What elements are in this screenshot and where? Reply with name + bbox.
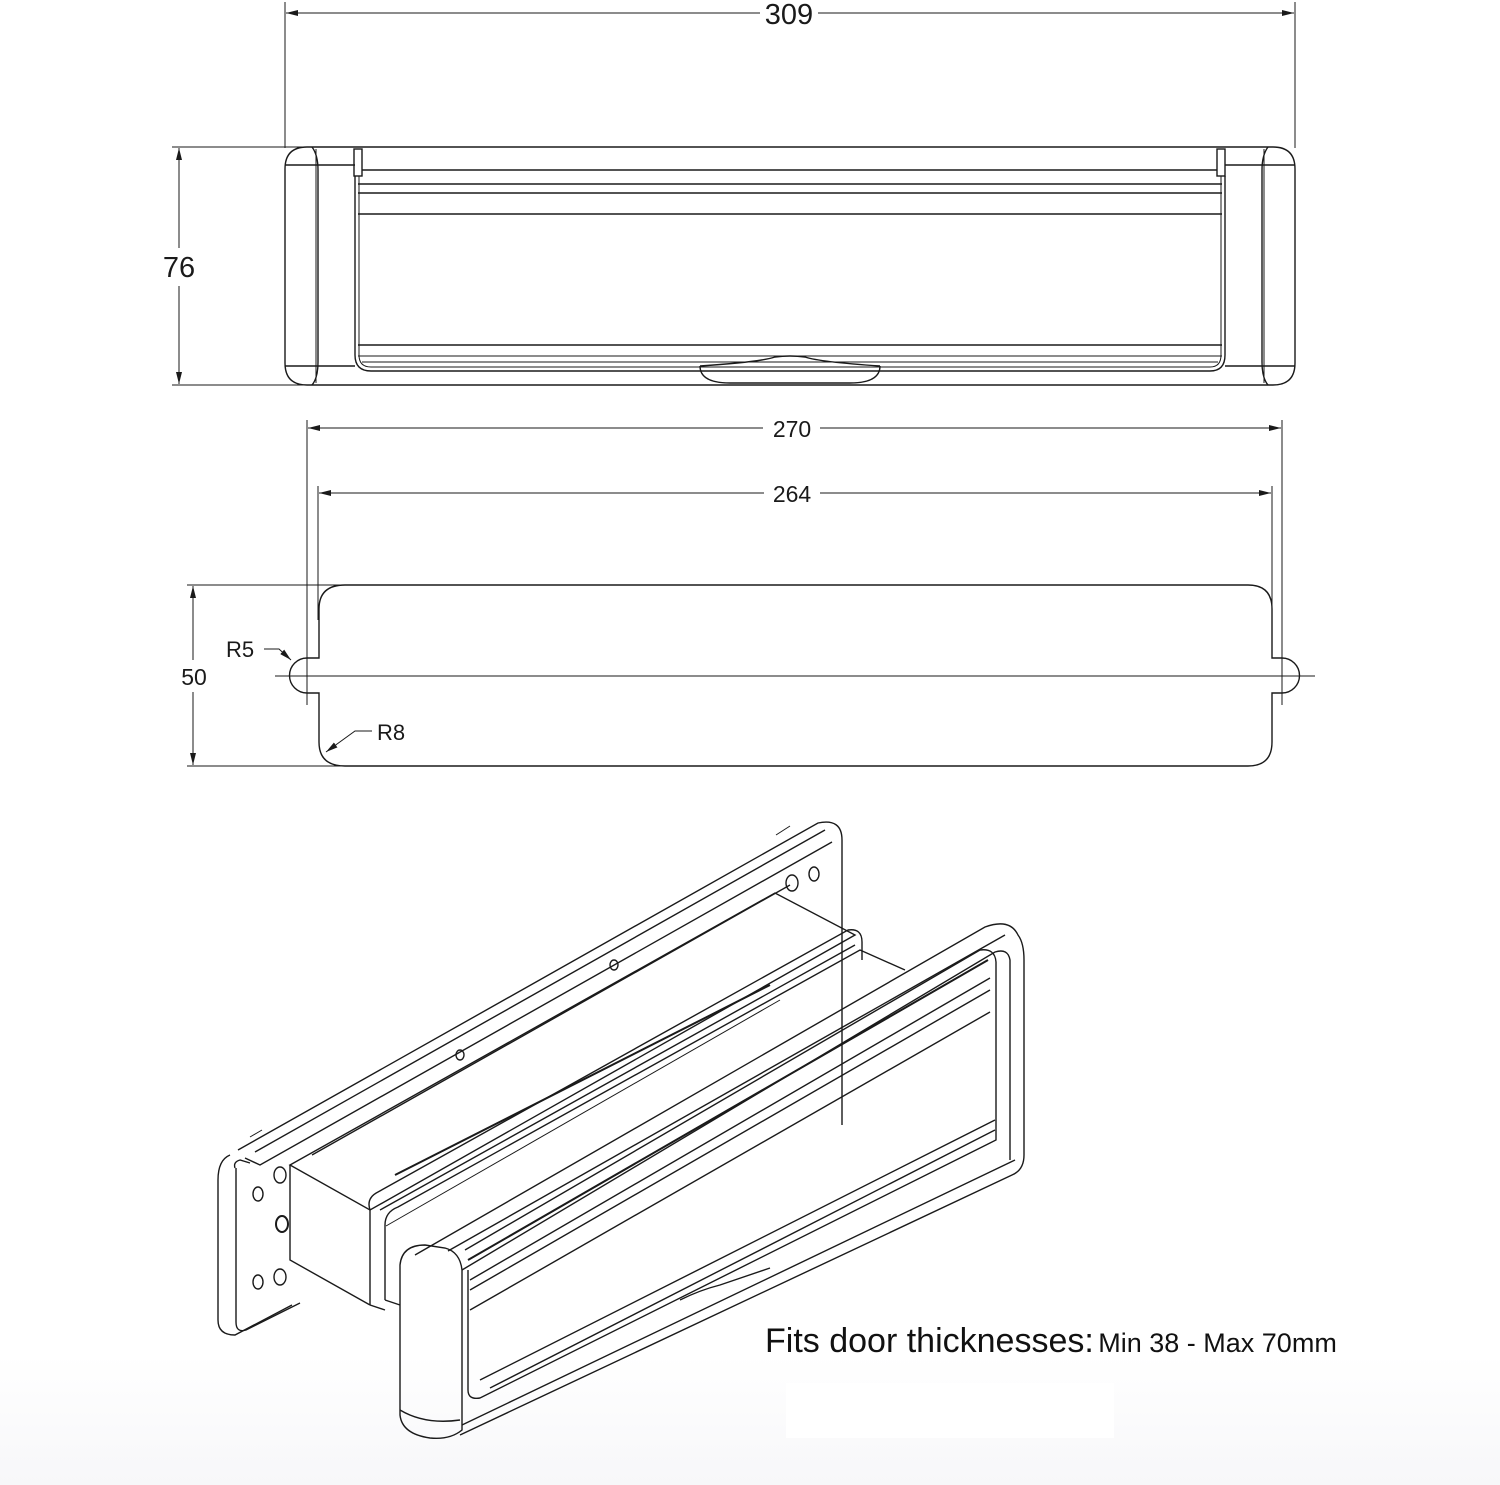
dimension-264: 264 — [773, 481, 812, 507]
dimension-270: 270 — [773, 416, 811, 442]
dimension-76: 76 — [163, 252, 195, 284]
caption-value: Min 38 - Max 70mm — [1098, 1328, 1337, 1358]
background-fade — [0, 1355, 1500, 1485]
door-thickness-caption: Fits door thicknesses: Min 38 - Max 70mm — [765, 1322, 1337, 1361]
front-view: 309 76 — [163, 0, 1296, 386]
isometric-view — [217, 821, 1025, 1440]
dimension-309: 309 — [765, 0, 813, 31]
cutout-view: 270 264 50 R5 R8 — [181, 416, 1315, 767]
radius-r5-label: R5 — [226, 637, 254, 662]
radius-r8-label: R8 — [377, 720, 405, 745]
dimension-50: 50 — [181, 664, 207, 690]
caption-lead: Fits door thicknesses: — [765, 1322, 1094, 1360]
background-patch — [786, 1383, 1114, 1438]
